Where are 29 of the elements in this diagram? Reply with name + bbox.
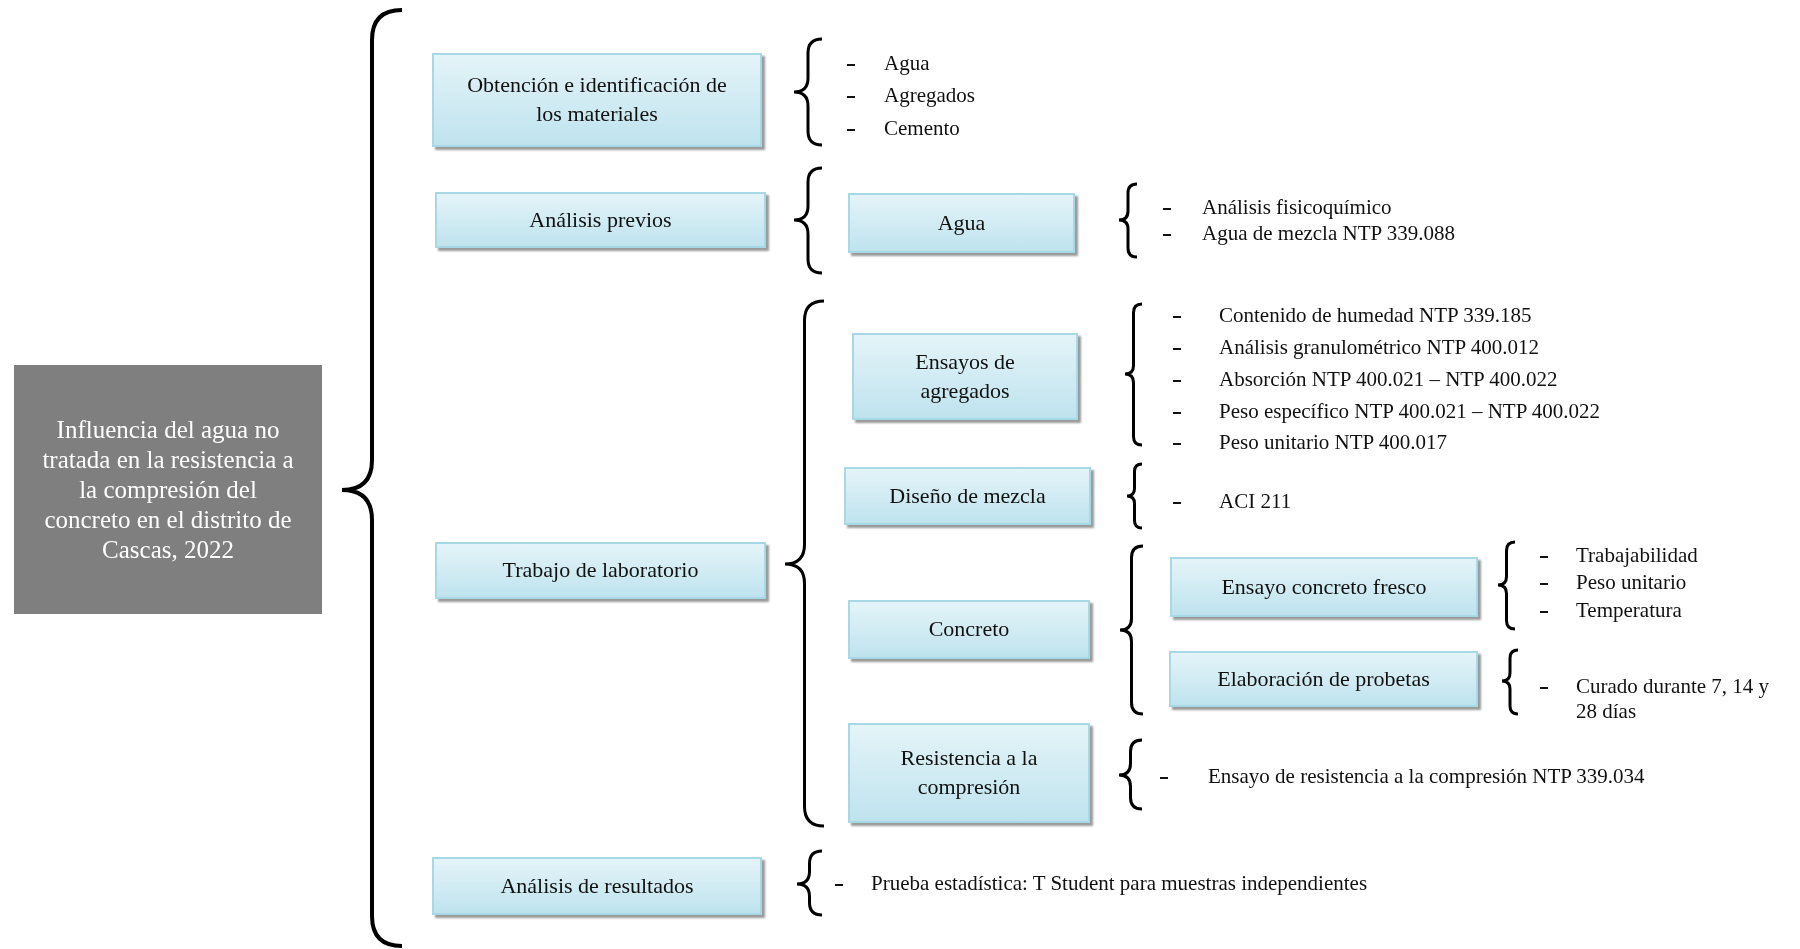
list-item: Análisis granulométrico NTP 400.012 [1219,335,1539,361]
title-box: Influencia del agua no tratada en la resistencia a la compresión del concreto en el distrito de Cascas, 2022 [14,365,322,614]
list-item: Trabajabilidad [1576,543,1698,569]
list-item: Agregados [884,83,975,109]
list-item: Temperatura [1576,598,1682,624]
process-box: Obtención e identificación de los materiales [432,53,762,147]
list-item: Cemento [884,116,960,142]
list-item: Prueba estadística: T Student para muestras independientes [871,871,1368,897]
process-box: Trabajo de laboratorio [435,542,766,599]
process-box: Análisis previos [435,192,766,248]
list-item: Peso unitario [1576,570,1687,596]
list-item: Contenido de humedad NTP 339.185 [1219,303,1532,329]
list-item: Agua de mezcla NTP 339.088 [1202,221,1455,247]
list-item: Peso específico NTP 400.021 – NTP 400.022 [1219,399,1601,425]
process-box: Agua [848,193,1075,253]
process-box: Resistencia a la compresión [848,723,1090,823]
list-item: Análisis fisicoquímico [1202,195,1392,221]
list-item: Agua [884,51,930,77]
process-box: Análisis de resultados [432,857,762,915]
list-item: Ensayo de resistencia a la compresión NTP 339.034 [1208,764,1645,790]
process-box: Diseño de mezcla [844,467,1091,525]
list-item: Absorción NTP 400.021 – NTP 400.022 [1219,367,1558,393]
list-item: ACI 211 [1219,489,1292,515]
process-box: Ensayo concreto fresco [1170,557,1478,617]
list-item: Peso unitario NTP 400.017 [1219,430,1447,456]
list-item: Curado durante 7, 14 y 28 días [1576,674,1771,725]
process-box: Elaboración de probetas [1169,651,1478,707]
process-box: Ensayos de agregados [852,333,1078,420]
process-box: Concreto [848,600,1090,659]
